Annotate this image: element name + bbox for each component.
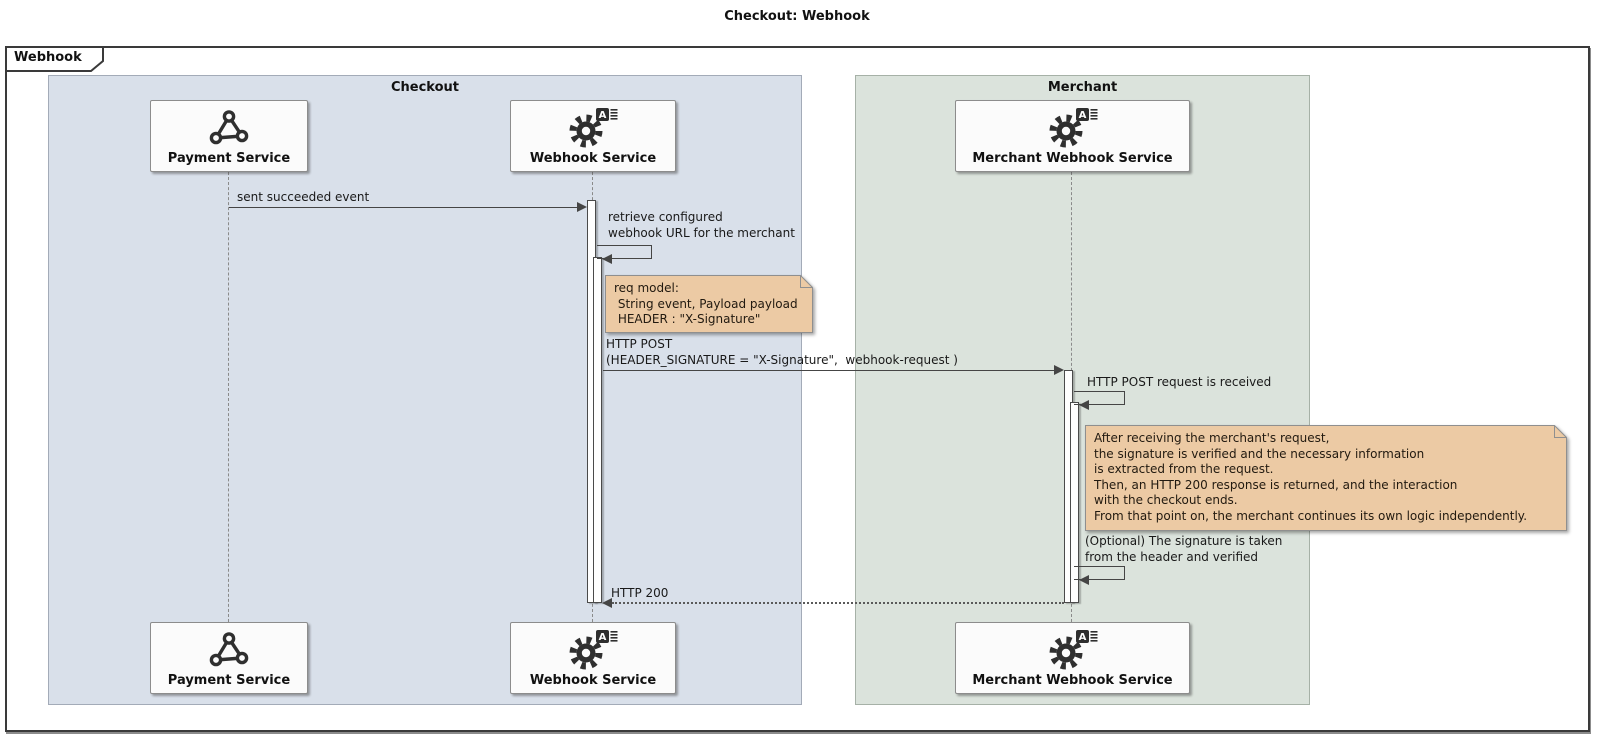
message-sent-succeeded-event: sent succeeded event	[237, 190, 370, 204]
group-merchant: Merchant	[855, 75, 1310, 705]
participant-label: Payment Service	[167, 673, 291, 688]
svg-text:A: A	[599, 632, 607, 643]
diagram-title: Checkout: Webhook	[724, 9, 870, 24]
participant-payment-service-top: Payment Service	[150, 100, 308, 172]
arrowhead-icon	[577, 202, 587, 212]
svg-text:A: A	[1078, 110, 1086, 121]
frame-tab-shape	[5, 46, 104, 72]
participant-label: Payment Service	[167, 151, 291, 166]
gear-api-icon: A	[567, 101, 619, 151]
frame-tab	[5, 46, 105, 72]
gear-api-icon: A	[567, 623, 619, 673]
message-line-sent-succeeded-event	[229, 207, 578, 208]
activation-merchant-nested	[1070, 402, 1079, 603]
participant-label: Merchant Webhook Service	[972, 673, 1173, 688]
gear-api-icon: A	[1047, 623, 1099, 673]
frame-webhook	[5, 46, 1590, 732]
message-retrieve-webhook-url: retrieve configured webhook URL for the …	[608, 210, 795, 240]
arrowhead-icon	[1054, 365, 1064, 375]
svg-text:A: A	[1078, 632, 1086, 643]
message-post-received: HTTP POST request is received	[1087, 375, 1272, 389]
message-http-200: HTTP 200	[611, 586, 669, 600]
gear-api-icon: A	[1047, 101, 1099, 151]
arrowhead-icon	[1079, 400, 1089, 410]
message-http-post: HTTP POST (HEADER_SIGNATURE = "X-Signatu…	[606, 337, 958, 367]
note-req-model: req model: String event, Payload payload…	[605, 275, 813, 333]
self-call-loop	[1074, 391, 1125, 405]
lifeline-payment-service	[228, 172, 229, 622]
activation-webhook-nested	[593, 257, 602, 603]
network-nodes-icon	[207, 623, 251, 673]
group-merchant-label: Merchant	[1047, 80, 1118, 95]
self-call-loop	[597, 245, 652, 259]
arrowhead-icon	[602, 254, 612, 264]
participant-merchant-webhook-service-bottom: A Merchant Webhook Service	[955, 622, 1190, 694]
participant-webhook-service-top: A Webhook Service	[510, 100, 676, 172]
arrowhead-icon	[1079, 575, 1089, 585]
note-req-model-text: req model: String event, Payload payload…	[614, 281, 798, 326]
message-verify-signature: (Optional) The signature is taken from t…	[1085, 534, 1283, 564]
group-checkout: Checkout	[48, 75, 802, 705]
message-line-http-post	[603, 370, 1055, 371]
participant-payment-service-bottom: Payment Service	[150, 622, 308, 694]
message-line-http-200	[612, 602, 1064, 604]
participant-label: Merchant Webhook Service	[972, 151, 1173, 166]
note-merchant-flow-text: After receiving the merchant's request, …	[1094, 431, 1528, 523]
participant-label: Webhook Service	[529, 151, 657, 166]
self-call-loop	[1074, 566, 1125, 580]
frame-label: Webhook	[14, 50, 82, 65]
note-merchant-flow: After receiving the merchant's request, …	[1085, 425, 1567, 531]
participant-label: Webhook Service	[529, 673, 657, 688]
network-nodes-icon	[207, 101, 251, 151]
participant-webhook-service-bottom: A Webhook Service	[510, 622, 676, 694]
group-checkout-label: Checkout	[390, 80, 459, 95]
svg-text:A: A	[599, 110, 607, 121]
participant-merchant-webhook-service-top: A Merchant Webhook Service	[955, 100, 1190, 172]
arrowhead-icon	[602, 598, 612, 608]
